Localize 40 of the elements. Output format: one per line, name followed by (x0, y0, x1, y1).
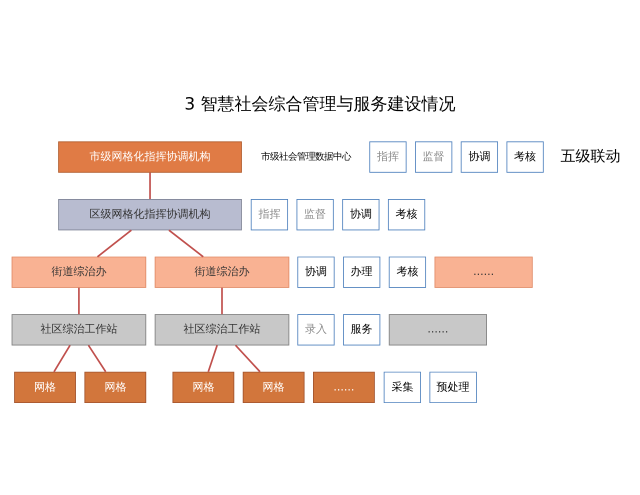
node-box: 协调 (297, 256, 335, 288)
connector (88, 344, 106, 372)
node-box: 采集 (384, 372, 421, 404)
connector (208, 345, 218, 372)
node-box: 服务 (343, 314, 380, 346)
node-box: ...... (434, 256, 533, 288)
node-box: 预处理 (429, 372, 477, 404)
node-box: 指挥 (369, 141, 407, 173)
connector (78, 288, 80, 314)
node-box: 社区综治工作站 (12, 314, 146, 346)
node-box: 网格 (84, 372, 146, 404)
label: 五级联动 (560, 146, 620, 165)
node-box: 考核 (388, 256, 426, 288)
node-box: 考核 (388, 199, 426, 230)
connector (221, 288, 223, 314)
connector (53, 344, 71, 372)
node-box: 办理 (343, 256, 380, 288)
connector (168, 230, 204, 258)
node-box: ...... (313, 372, 375, 404)
node-box: 街道综治办 (154, 256, 290, 288)
node-box: 协调 (342, 199, 380, 230)
connector (234, 344, 261, 372)
node-box: 录入 (297, 314, 335, 346)
diagram-title: 3 智慧社会综合管理与服务建设情况 (184, 93, 456, 114)
node-box: 市级网格化指挥协调机构 (58, 141, 242, 173)
node-box: 考核 (506, 141, 544, 173)
connector (149, 172, 151, 200)
node-box: 网格 (14, 372, 76, 404)
node-label: 市级社会管理数据中心 (260, 151, 351, 162)
node-box: 社区综治工作站 (154, 314, 290, 346)
node-box: 协调 (460, 141, 498, 173)
node-box: 监督 (296, 199, 334, 230)
node-box: 区级网格化指挥协调机构 (58, 199, 242, 230)
node-box: 街道综治办 (12, 256, 146, 288)
node-box: 指挥 (250, 199, 288, 230)
node-box: 监督 (415, 141, 452, 173)
node-box: ...... (388, 314, 487, 346)
connector (96, 230, 132, 258)
node-box: 网格 (242, 372, 305, 404)
node-box: 网格 (172, 372, 234, 404)
